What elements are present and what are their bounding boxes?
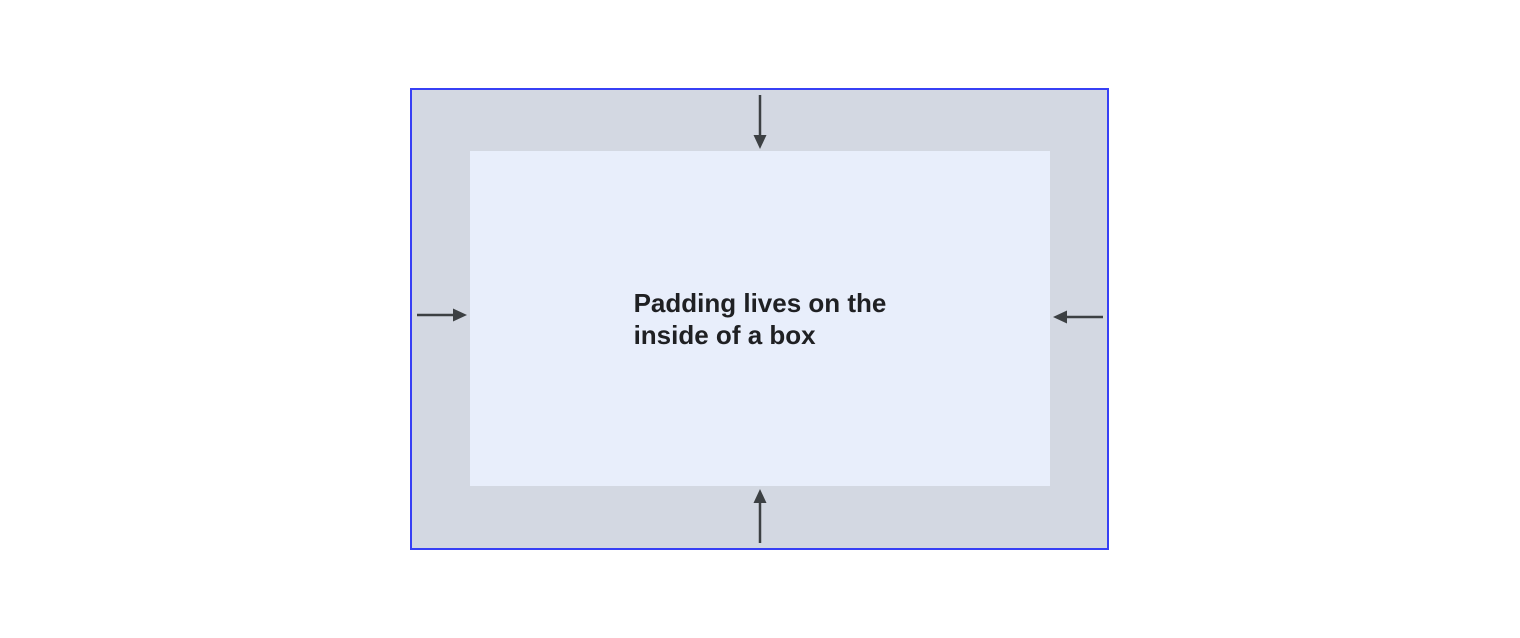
arrow-up-icon xyxy=(753,489,767,543)
diagram-label: Padding lives on the inside of a box xyxy=(633,287,887,350)
arrow-left-icon xyxy=(1053,310,1103,324)
arrow-down-icon xyxy=(753,95,767,149)
content-box: Padding lives on the inside of a box xyxy=(470,151,1050,486)
arrow-right-icon xyxy=(417,308,467,322)
